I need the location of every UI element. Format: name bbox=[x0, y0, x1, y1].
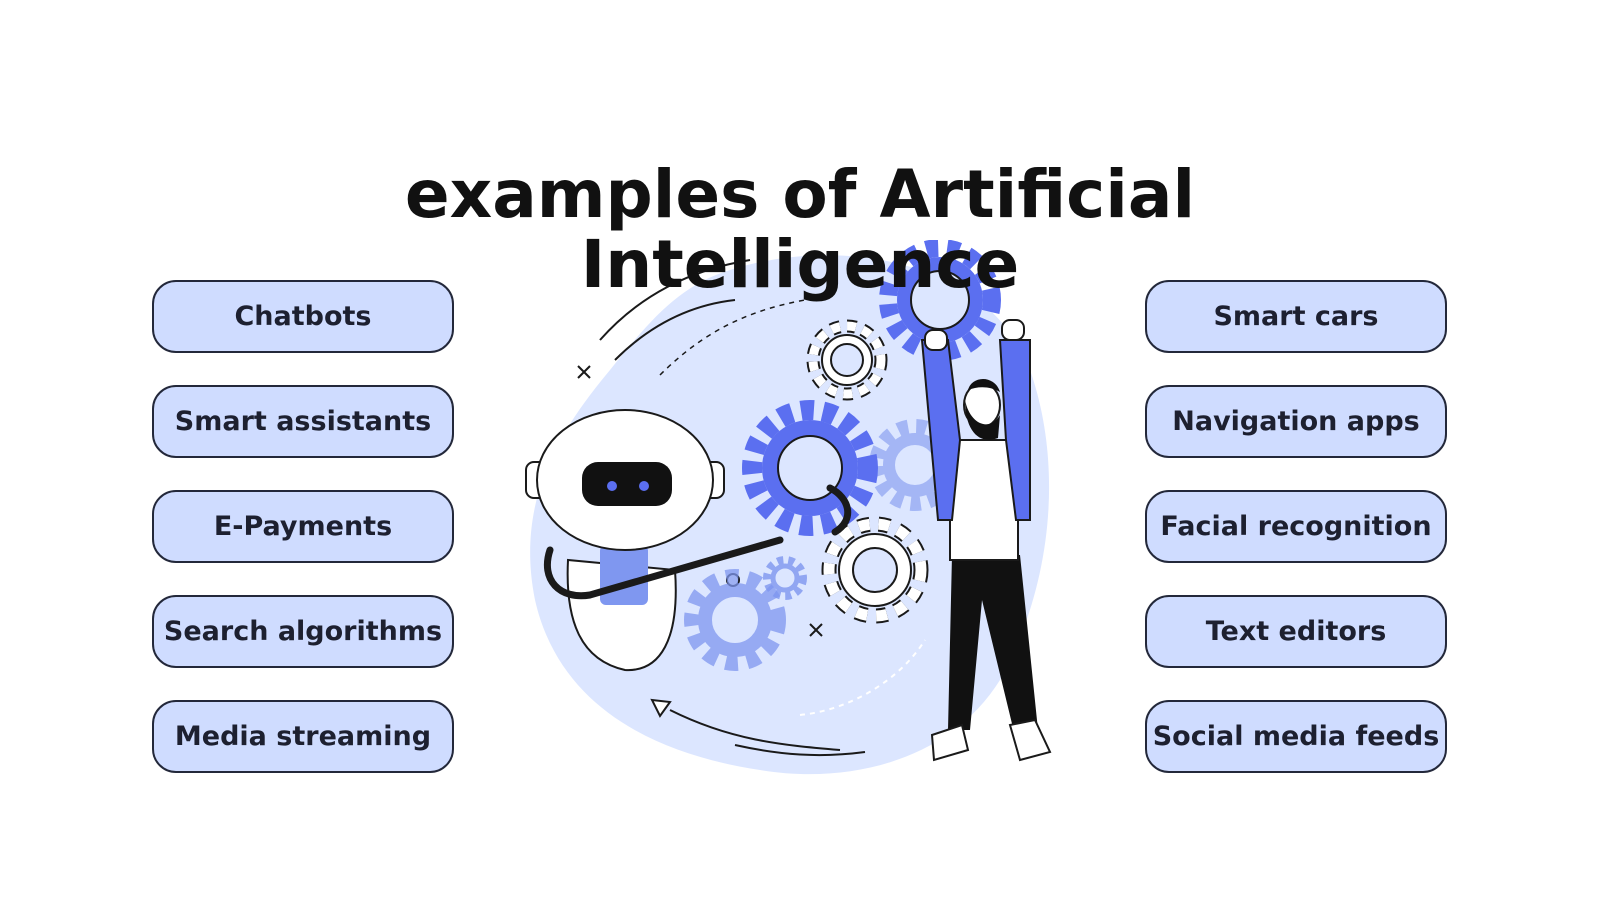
sparkle-icon bbox=[809, 623, 823, 637]
gear-icon bbox=[763, 556, 807, 600]
item-social-media-feeds[interactable]: Social media feeds bbox=[1145, 700, 1447, 773]
item-facial-recognition[interactable]: Facial recognition bbox=[1145, 490, 1447, 563]
robot-icon bbox=[525, 409, 852, 672]
decor-arc-bottom-dashed bbox=[799, 639, 926, 716]
decor-arc-bottom-2 bbox=[734, 744, 866, 757]
ai-illustration bbox=[525, 240, 1052, 775]
item-smart-cars[interactable]: Smart cars bbox=[1145, 280, 1447, 353]
item-navigation-apps[interactable]: Navigation apps bbox=[1145, 385, 1447, 458]
page-title: examples of Artificial Intelligence bbox=[0, 160, 1600, 300]
item-search-algorithms[interactable]: Search algorithms bbox=[152, 595, 454, 668]
item-chatbots[interactable]: Chatbots bbox=[152, 280, 454, 353]
item-media-streaming[interactable]: Media streaming bbox=[152, 700, 454, 773]
decor-arc-top-inner bbox=[614, 299, 736, 361]
item-e-payments[interactable]: E-Payments bbox=[152, 490, 454, 563]
gear-icon bbox=[821, 516, 929, 624]
gear-icon bbox=[806, 319, 888, 401]
item-smart-assistants[interactable]: Smart assistants bbox=[152, 385, 454, 458]
person-icon bbox=[920, 319, 1052, 762]
decor-arc-top bbox=[599, 259, 751, 341]
left-column: Chatbots Smart assistants E-Payments Sea… bbox=[152, 280, 454, 805]
right-column: Smart cars Navigation apps Facial recogn… bbox=[1145, 280, 1447, 805]
gear-icon bbox=[684, 569, 786, 671]
decor-arc-bottom bbox=[669, 709, 841, 751]
title-line-2: Intelligence bbox=[580, 226, 1020, 304]
gear-icon bbox=[879, 240, 1001, 361]
decor-arc-dashed bbox=[659, 299, 806, 376]
title-line-1: examples of Artificial bbox=[404, 156, 1196, 234]
item-text-editors[interactable]: Text editors bbox=[1145, 595, 1447, 668]
arrow-head-icon bbox=[650, 698, 672, 718]
sparkle-icon bbox=[577, 365, 591, 379]
